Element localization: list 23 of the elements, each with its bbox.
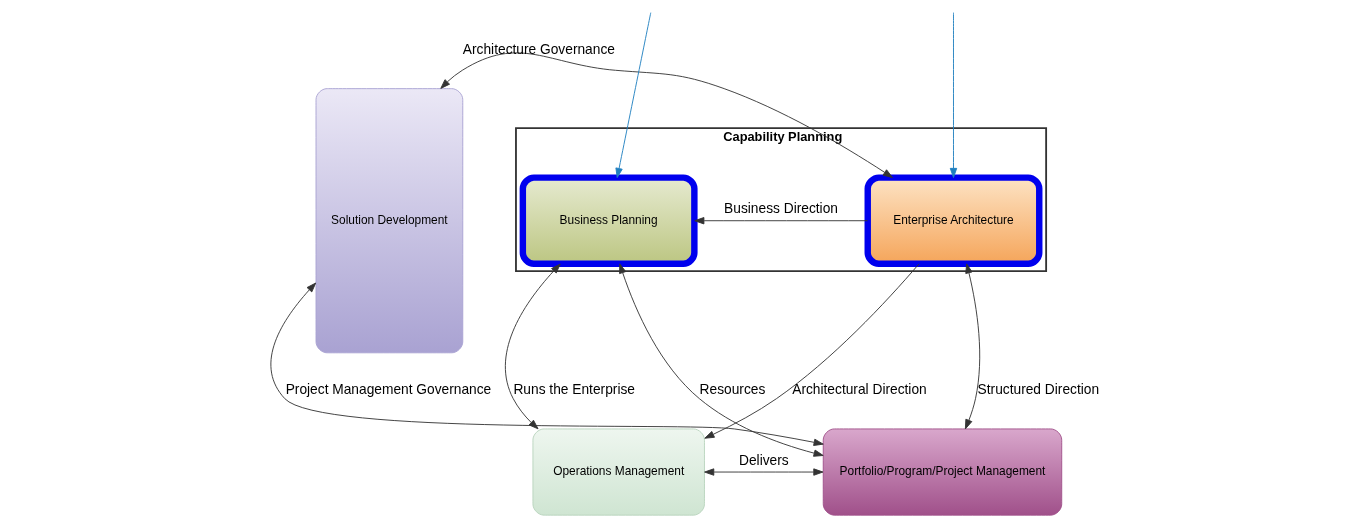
edge-label: Architecture Governance (462, 41, 615, 57)
arrow (619, 263, 824, 457)
edge-label: Structured Direction (977, 382, 1100, 398)
arrow (949, 12, 958, 178)
arrow (694, 217, 868, 225)
arrow (440, 52, 893, 178)
edge-label: Resources (699, 382, 766, 398)
edge-label: Architectural Direction (792, 382, 927, 398)
arrow (704, 468, 824, 476)
node-box: Business Planning (519, 174, 698, 268)
edge-label: Runs the Enterprise (513, 382, 635, 398)
edge-label: Business Direction (724, 201, 838, 217)
node-box: Portfolio/Program/Project Management (822, 428, 1063, 516)
arrow (964, 263, 981, 430)
arrow (704, 263, 920, 439)
edge-label: Project Management Governance (285, 382, 492, 398)
arrow (615, 12, 652, 178)
node-box: Solution Development (315, 88, 464, 354)
node-box: Enterprise Architecture (864, 174, 1043, 268)
edge-label: Delivers (739, 452, 789, 468)
node-box: Operations Management (532, 428, 705, 516)
arrow (504, 263, 561, 430)
arrow (270, 282, 824, 446)
